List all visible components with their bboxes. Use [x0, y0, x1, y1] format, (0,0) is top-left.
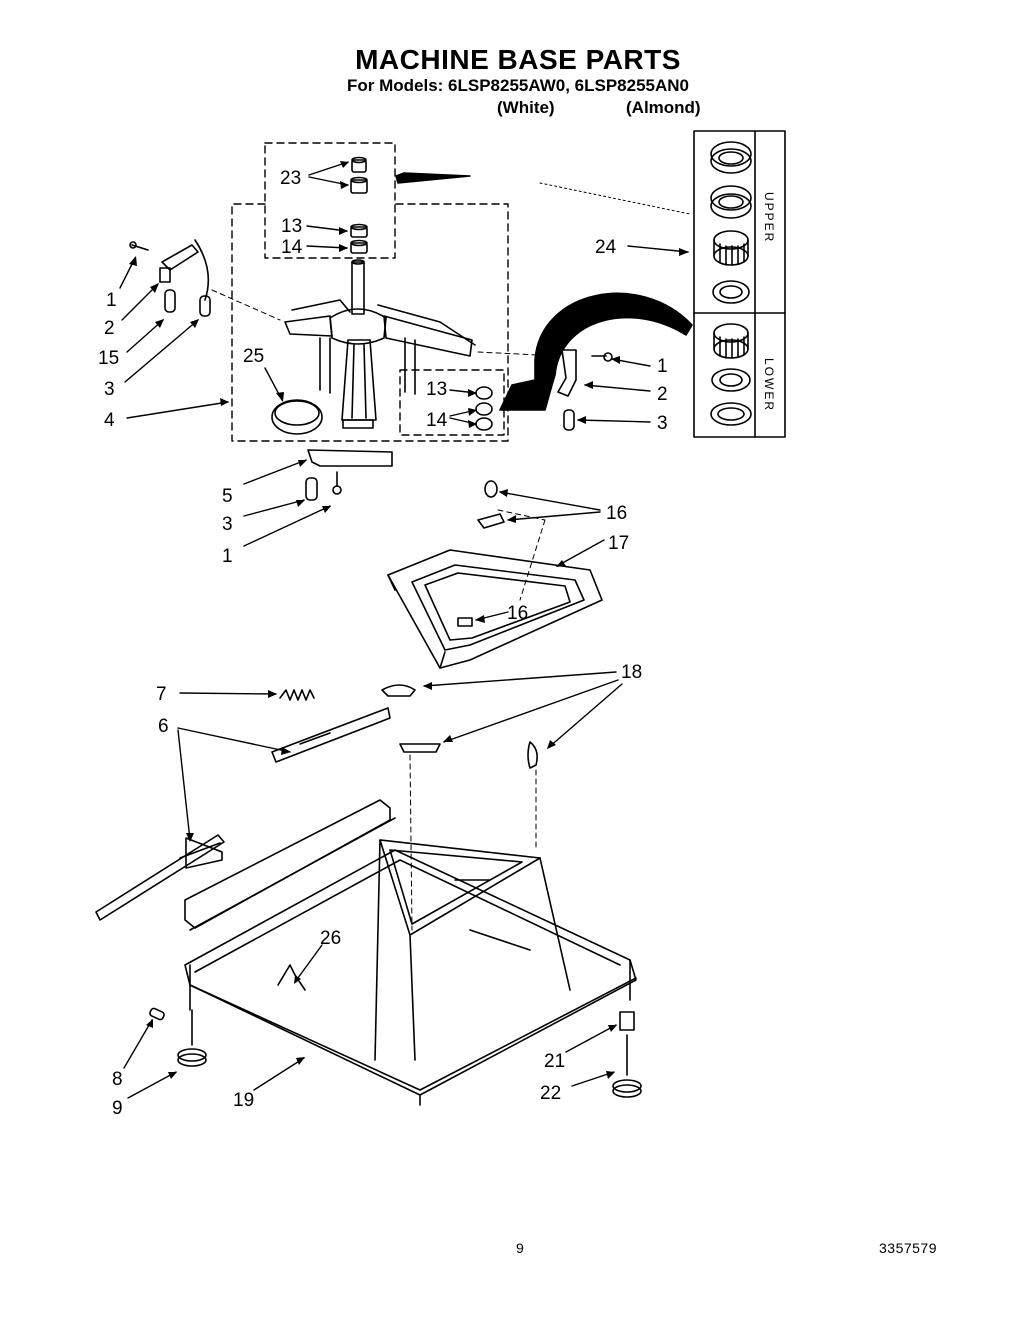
callout-label: 7 [156, 684, 167, 705]
callout-label: 16 [606, 503, 627, 524]
bearing-ring-icon [710, 402, 752, 426]
brace-bar-6 [271, 707, 391, 763]
callout-label: 1 [106, 290, 117, 311]
callout-label: 1 [657, 356, 668, 377]
callout-label: 16 [507, 603, 528, 624]
arrow-to-top-box [395, 172, 471, 184]
callout-label: 19 [233, 1090, 254, 1111]
page-title: MACHINE BASE PARTS [355, 44, 681, 75]
spring-7 [279, 689, 315, 701]
top-bearing-box [264, 142, 396, 259]
callout-label: 26 [320, 928, 341, 949]
upper-bushings [350, 156, 368, 254]
upper-label: UPPER [762, 192, 776, 243]
lower-bracket-5 [305, 449, 393, 501]
callout-label: 3 [222, 514, 233, 535]
callout-label: 25 [243, 346, 264, 367]
models-line: For Models: 6LSP8255AW0, 6LSP8255AN0 [346, 76, 690, 95]
inset-link-line [539, 182, 691, 215]
right-bracket [477, 349, 613, 431]
callout-label: 9 [112, 1098, 123, 1119]
upper-left-bracket [129, 239, 281, 321]
callout-label: 6 [158, 716, 169, 737]
page-number: 9 [516, 1240, 524, 1256]
bearing-kit-inset: UPPER LOWER [693, 130, 786, 438]
callout-label: 23 [280, 168, 301, 189]
callout-label: 3 [104, 379, 115, 400]
lower-label: LOWER [762, 358, 776, 412]
callout-label: 1 [222, 546, 233, 567]
callout-label: 14 [426, 410, 448, 431]
color-almond-label: (Almond) [626, 98, 701, 117]
washer-ring-icon [712, 280, 750, 304]
bearing-ring-icon [710, 141, 752, 174]
callout-label: 4 [104, 410, 115, 431]
pads-18 [381, 684, 538, 769]
washer-ring-icon [711, 368, 751, 392]
callout-label: 24 [595, 237, 617, 258]
callout-label: 8 [112, 1069, 123, 1090]
roller-bearing-icon [713, 323, 749, 359]
callout-labels: 23 13 14 24 1 2 15 3 25 4 13 14 1 2 3 5 … [98, 168, 668, 1119]
seal-ring-25 [271, 399, 323, 435]
roller-bearing-icon [713, 230, 749, 266]
callout-label: 3 [657, 413, 668, 434]
callout-label: 14 [281, 237, 303, 258]
color-white-label: (White) [497, 98, 555, 117]
dashed-boxes [231, 142, 509, 442]
callout-label: 2 [657, 384, 668, 405]
callout-label: 13 [281, 216, 302, 237]
transmission-assembly [284, 259, 476, 429]
callout-label: 17 [608, 533, 629, 554]
callout-label: 18 [621, 662, 642, 683]
suspension-frame-17 [387, 480, 603, 669]
leader-lines [119, 161, 689, 1099]
transmission-box [231, 203, 509, 442]
callout-label: 21 [544, 1051, 565, 1072]
lower-bushings [475, 386, 493, 431]
callout-label: 13 [426, 379, 447, 400]
callout-label: 5 [222, 486, 233, 507]
callout-label: 15 [98, 348, 119, 369]
arrowheads [129, 161, 689, 1079]
bearing-ring-icon [710, 185, 752, 219]
leveling-feet [149, 1007, 642, 1098]
callout-label: 22 [540, 1083, 561, 1104]
machine-base-frame-19 [95, 799, 637, 1106]
callout-label: 2 [104, 318, 115, 339]
brace-bar-6-lower [185, 837, 223, 869]
document-number: 3357579 [879, 1240, 938, 1256]
arrow-to-lower-box [499, 292, 693, 411]
